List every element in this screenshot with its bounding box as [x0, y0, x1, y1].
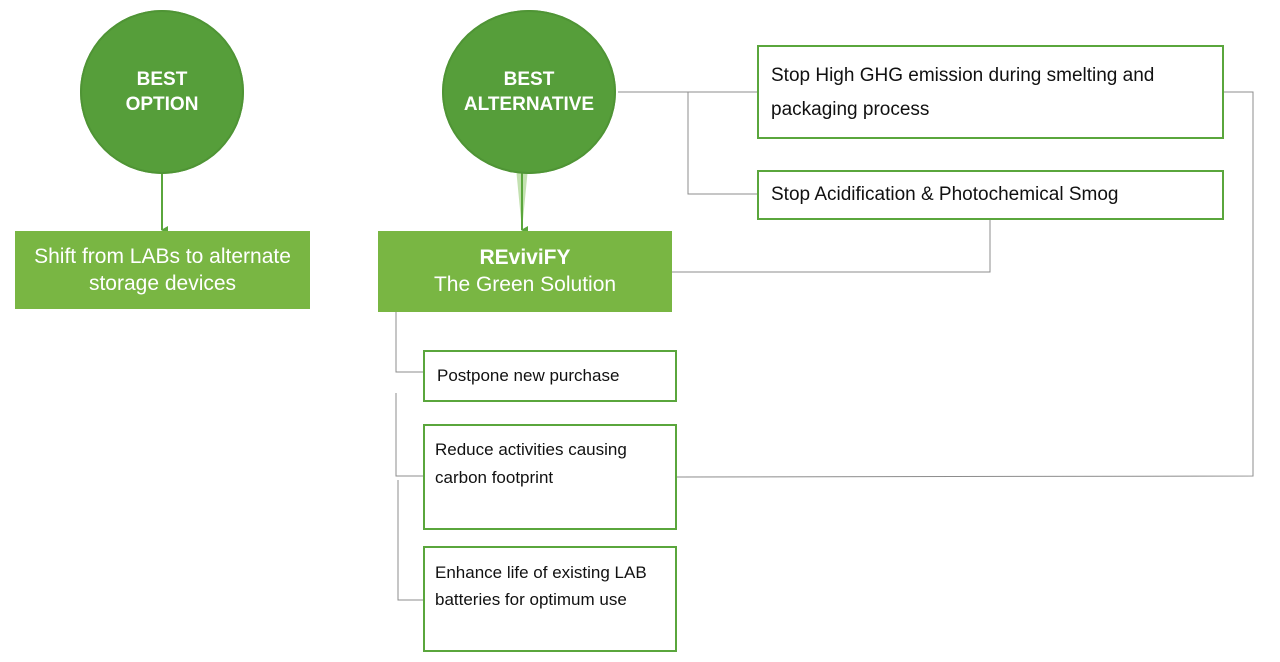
- postpone-box: Postpone new purchase: [423, 350, 677, 402]
- best-alternative-circle: BEST ALTERNATIVE: [442, 10, 616, 174]
- connector-ghg-to-reduce: [676, 91, 1254, 478]
- revivify-title: REviviFY: [479, 245, 571, 269]
- connector-revivify-to-postpone: [395, 312, 423, 373]
- connector-acid-to-revivify: [672, 220, 991, 273]
- postpone-label: Postpone new purchase: [437, 366, 620, 385]
- stop-acid-box: Stop Acidification & Photochemical Smog: [757, 170, 1224, 220]
- reduce-box: Reduce activities causing carbon footpri…: [423, 424, 677, 530]
- revivify-box: REviviFY The Green Solution: [378, 231, 672, 312]
- stop-acid-label: Stop Acidification & Photochemical Smog: [771, 184, 1119, 205]
- connector-left-to-reduce: [395, 393, 423, 477]
- reduce-label: Reduce activities causing carbon footpri…: [435, 440, 627, 487]
- best-alternative-label: BEST ALTERNATIVE: [463, 69, 595, 115]
- enhance-box: Enhance life of existing LAB batteries f…: [423, 546, 677, 652]
- best-option-label: BEST OPTION: [125, 69, 199, 115]
- connector-left-to-enhance: [397, 480, 423, 601]
- shift-label: Shift from LABs to alternate storage dev…: [34, 245, 291, 295]
- best-option-circle: BEST OPTION: [80, 10, 244, 174]
- shift-box: Shift from LABs to alternate storage dev…: [15, 231, 310, 309]
- stop-ghg-box: Stop High GHG emission during smelting a…: [757, 45, 1224, 139]
- stop-ghg-label: Stop High GHG emission during smelting a…: [771, 65, 1155, 120]
- revivify-subtitle: The Green Solution: [433, 272, 617, 296]
- enhance-label: Enhance life of existing LAB batteries f…: [435, 563, 647, 609]
- connector-alt-to-acid: [687, 92, 757, 195]
